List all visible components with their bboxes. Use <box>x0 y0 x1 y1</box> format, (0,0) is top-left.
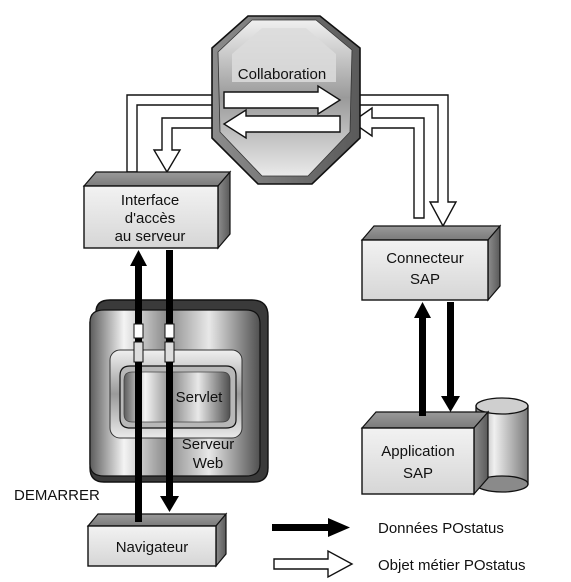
interface-label-1: Interface <box>121 192 179 209</box>
servlet-node[interactable]: Servlet <box>119 365 237 429</box>
collaboration-label: Collaboration <box>238 66 326 83</box>
legend-object-arrow <box>273 549 354 579</box>
demarrer-label: DEMARRER <box>14 487 100 504</box>
application-label-2: SAP <box>403 465 433 482</box>
connecteur-label-2: SAP <box>410 271 440 288</box>
application-node[interactable]: Application SAP <box>360 397 529 496</box>
interface-label-3: au serveur <box>115 228 186 245</box>
data-flow-overlay <box>135 362 173 512</box>
flow-connecteur-to-collaboration <box>350 106 425 219</box>
application-label-1: Application <box>381 443 454 460</box>
navigateur-node[interactable]: Navigateur <box>86 512 228 568</box>
legend-data-label: Données POstatus <box>378 520 504 537</box>
connecteur-label-1: Connecteur <box>386 250 464 267</box>
serveur-label-2: Web <box>193 455 224 472</box>
legend: Données POstatus Objet métier POstatus <box>272 518 526 579</box>
interface-node[interactable]: Interface d'accès au serveur <box>82 170 232 250</box>
legend-object-label: Objet métier POstatus <box>378 557 526 574</box>
serveur-web-node[interactable]: Servlet Serveur Web <box>89 299 269 483</box>
collab-inner-right-arrow <box>223 84 342 116</box>
flow-collaboration-to-connecteur <box>351 94 458 228</box>
collab-inner-left-arrow <box>222 108 341 140</box>
serveur-label-1: Serveur <box>182 436 235 453</box>
navigateur-label: Navigateur <box>116 539 189 556</box>
collaboration-node[interactable]: Collaboration <box>211 15 361 185</box>
legend-data-arrow <box>272 518 350 537</box>
connecteur-node[interactable]: Connecteur SAP <box>360 224 502 302</box>
interface-label-2: d'accès <box>125 210 175 227</box>
servlet-label: Servlet <box>176 389 224 406</box>
